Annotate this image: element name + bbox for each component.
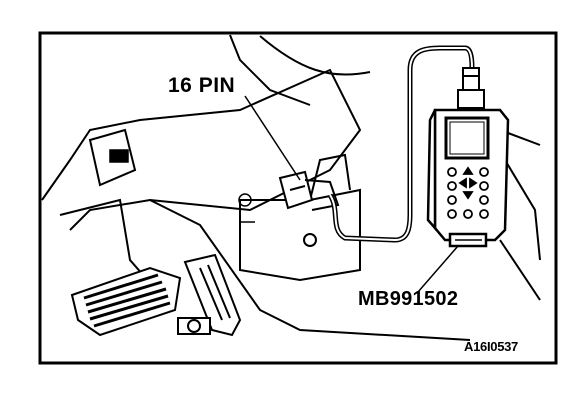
connector-leader-line xyxy=(244,95,301,181)
scan-tool-keypad xyxy=(447,166,489,219)
scan-tool-device xyxy=(426,108,510,248)
pedals xyxy=(70,253,242,337)
figure-code: A16I0537 xyxy=(464,339,518,354)
tool-label: MB991502 xyxy=(358,288,459,310)
tool-leader-line xyxy=(417,245,459,293)
cable-plug xyxy=(457,67,485,109)
panel-details xyxy=(109,149,255,223)
figure-border xyxy=(38,31,558,365)
connector-label: 16 PIN xyxy=(168,74,236,97)
scan-tool-screen xyxy=(444,116,490,160)
16-pin-connector xyxy=(278,170,340,247)
